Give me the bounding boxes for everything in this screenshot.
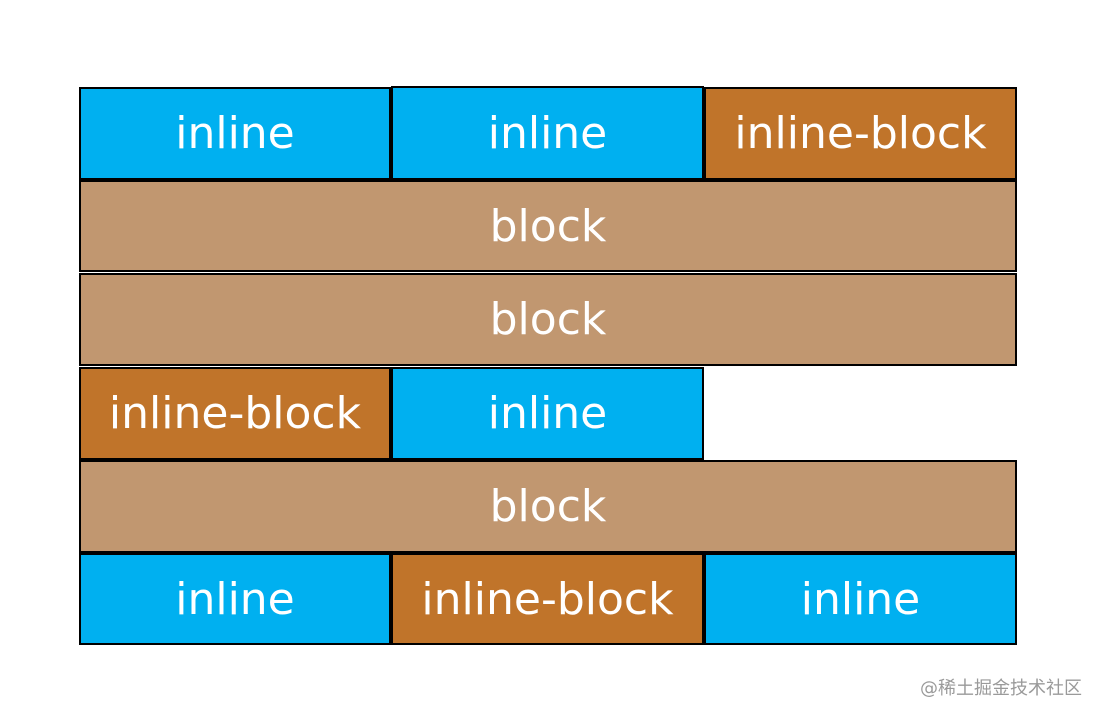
inline-block-box: inline-block [704,87,1017,180]
watermark: @稀土掘金技术社区 [920,678,1082,699]
inline-box: inline [79,87,391,180]
block-box: block [79,460,1017,553]
inline-box: inline [391,86,704,180]
inline-box: inline [391,367,704,460]
inline-block-box: inline-block [391,553,704,645]
inline-box: inline [704,553,1017,645]
block-box: block [79,180,1017,272]
block-box: block [79,273,1017,366]
inline-block-box: inline-block [79,367,391,460]
inline-box: inline [79,553,391,645]
